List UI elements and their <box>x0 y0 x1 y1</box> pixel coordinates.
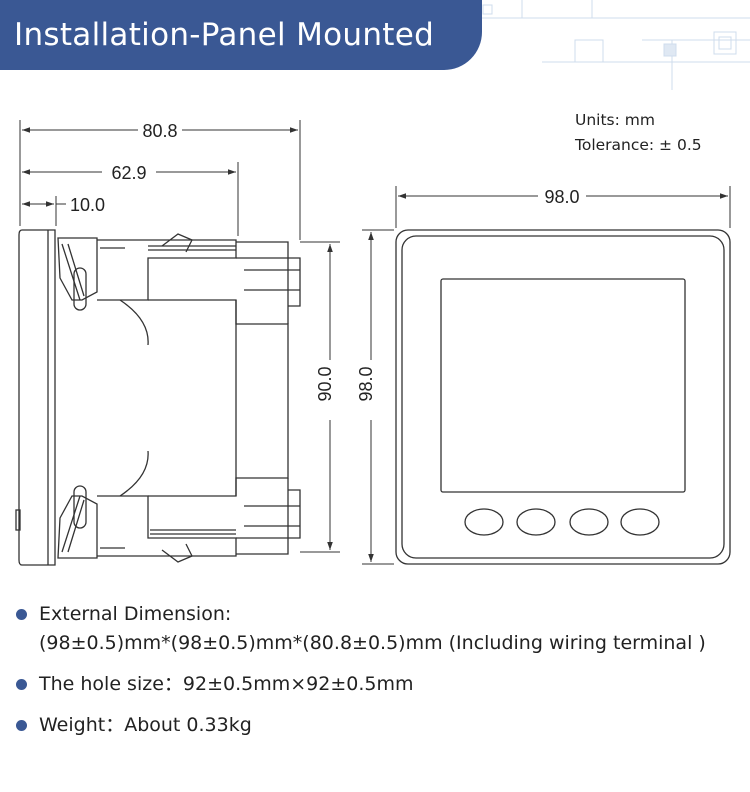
hole-size-text: The hole size：92±0.5mm×92±0.5mm <box>39 673 414 695</box>
units-label: Units: mm <box>575 111 655 129</box>
dimension-drawing: 80.8 62.9 10.0 90.0 98.0 98.0 <box>0 120 750 600</box>
bullet-dot <box>16 720 27 731</box>
side-view <box>15 229 301 566</box>
external-label: External Dimension: <box>39 603 232 625</box>
page-title: Installation-Panel Mounted <box>14 17 435 53</box>
dim-height-body: 90.0 <box>315 366 335 401</box>
dim-depth-body: 62.9 <box>111 163 146 183</box>
spec-hole-size: The hole size：92±0.5mm×92±0.5mm <box>16 670 746 699</box>
units-note: Units: mm Tolerance: ± 0.5 <box>575 108 702 158</box>
dim-depth-front: 10.0 <box>70 195 105 215</box>
external-value: (98±0.5)mm*(98±0.5)mm*(80.8±0.5)mm (Incl… <box>39 632 706 654</box>
spec-weight: Weight：About 0.33kg <box>16 711 746 740</box>
spec-external-dimension: External Dimension: (98±0.5)mm*(98±0.5)m… <box>16 600 746 658</box>
bullet-dot <box>16 609 27 620</box>
dim-height-front: 98.0 <box>356 366 376 401</box>
weight-text: Weight：About 0.33kg <box>39 714 252 736</box>
dim-width-front: 98.0 <box>544 187 579 207</box>
dim-depth-total: 80.8 <box>142 121 177 141</box>
tolerance-label: Tolerance: ± 0.5 <box>575 136 702 154</box>
spec-list: External Dimension: (98±0.5)mm*(98±0.5)m… <box>16 600 746 740</box>
circuit-decoration <box>482 0 750 90</box>
bullet-dot <box>16 679 27 690</box>
title-banner: Installation-Panel Mounted <box>0 0 482 70</box>
front-view <box>395 229 731 565</box>
